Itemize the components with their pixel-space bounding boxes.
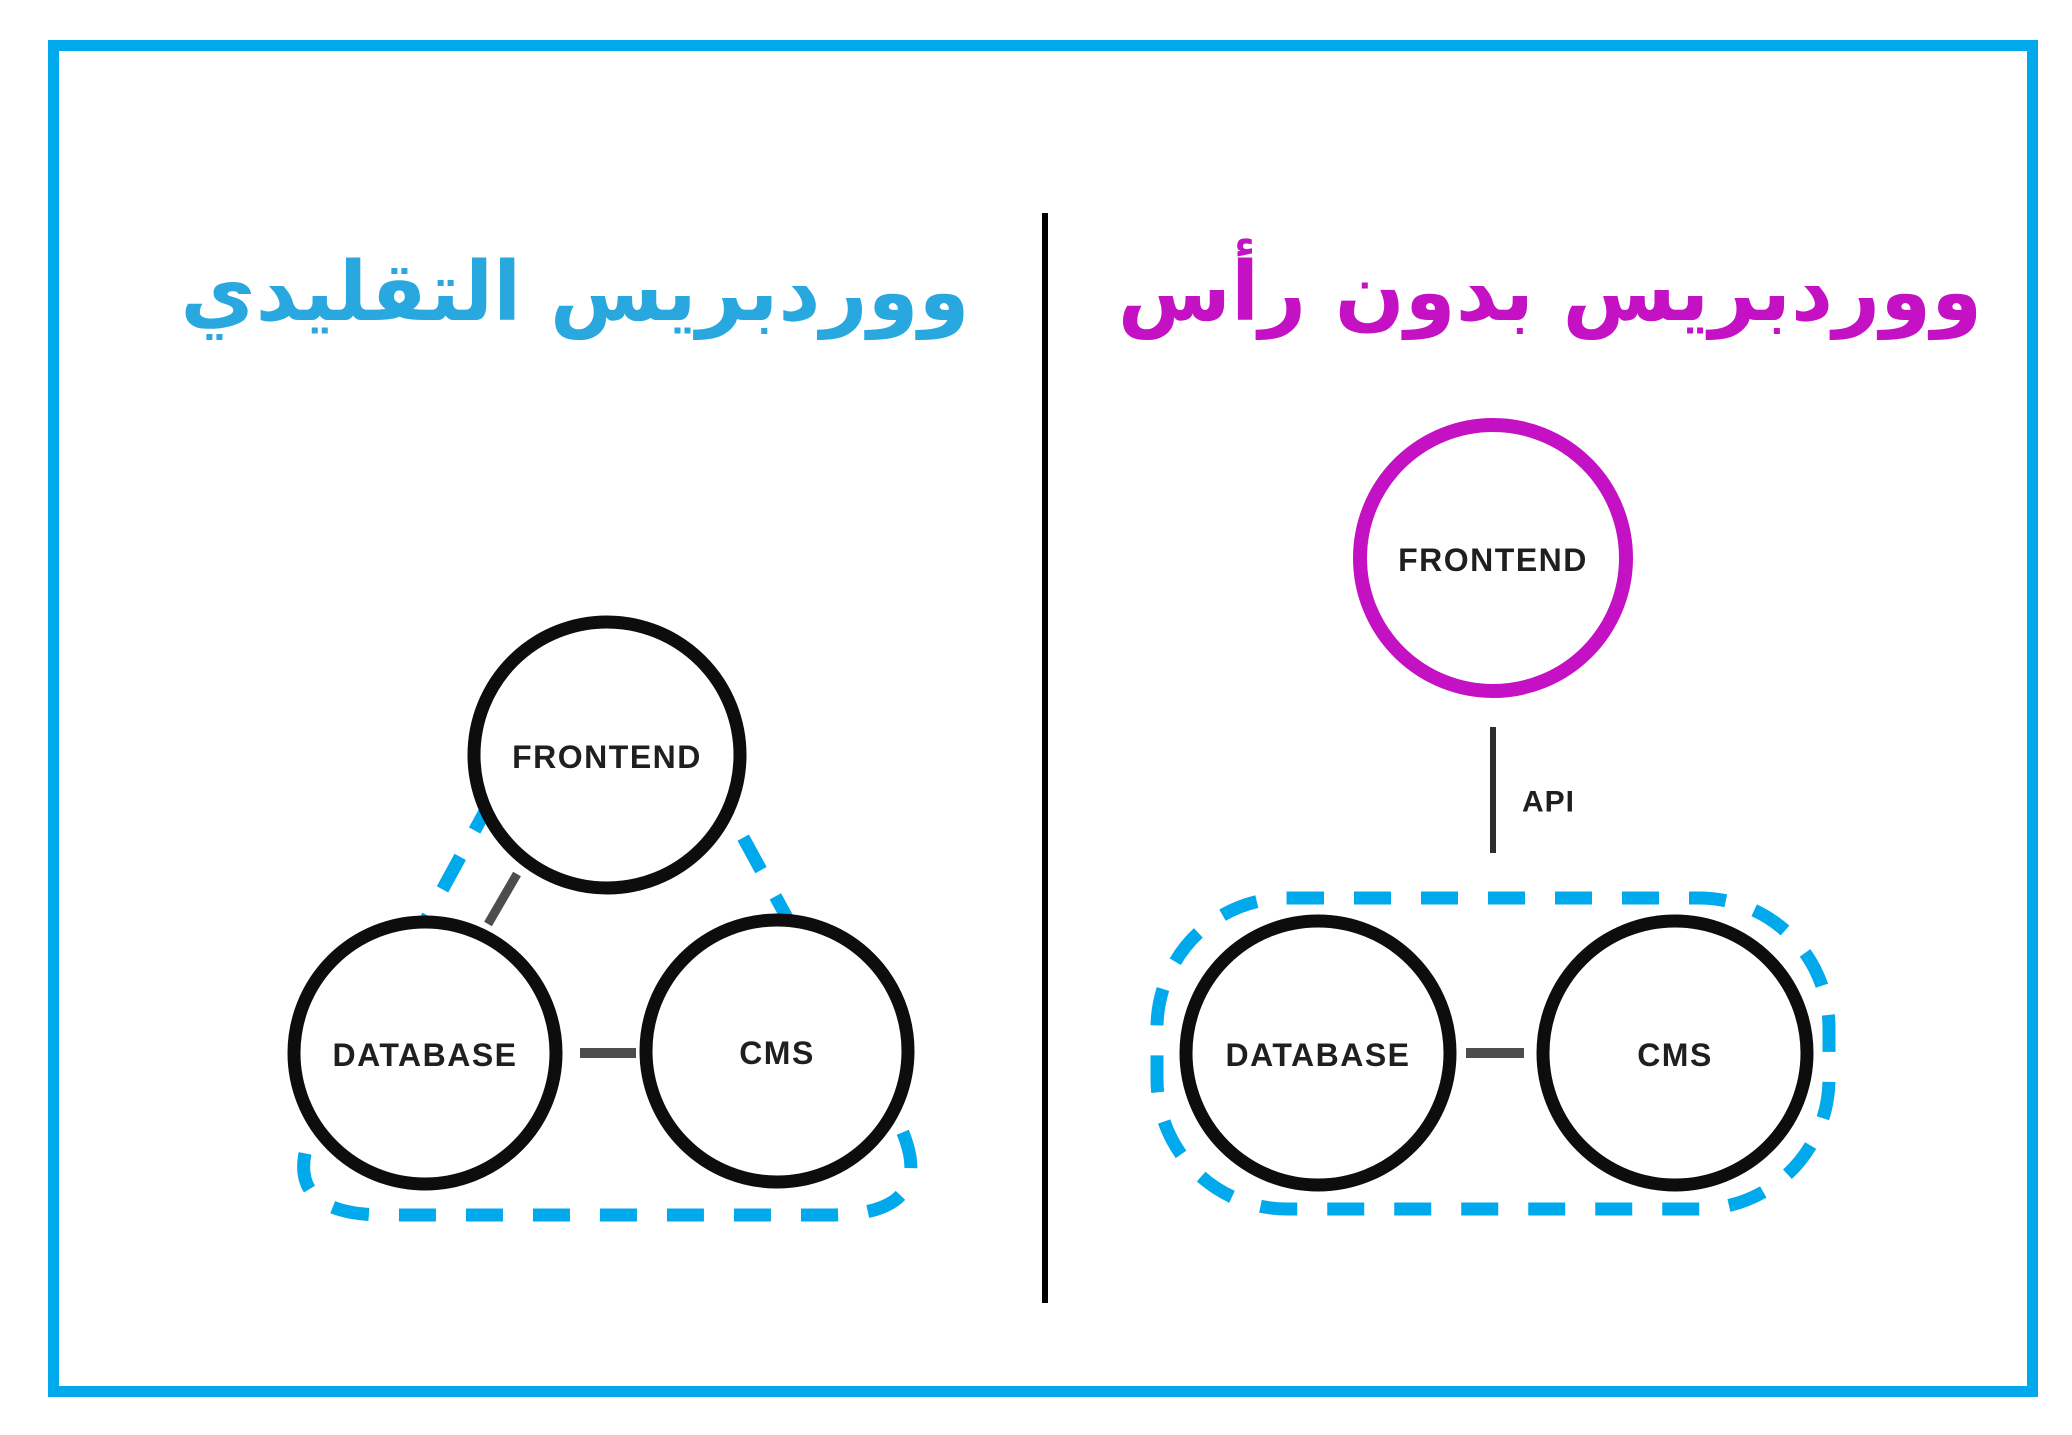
right-frontend-circle [1353,418,1633,698]
left-database-circle [287,915,563,1191]
left-database-label: DATABASE [332,1037,517,1073]
headless-dashed-group-outline [1150,891,1836,1216]
left-frontend-circle [467,615,747,895]
right-panel-title: ووردبريس بدون رأس [1117,245,1983,340]
left-frontend-label: FRONTEND [512,739,702,775]
right-frontend-label: FRONTEND [1398,542,1588,578]
left-frontend-database-connector [484,871,521,927]
right-cms-label: CMS [1637,1037,1713,1073]
center-divider-line [1042,213,1048,1303]
left-cms-circle [639,913,915,1189]
left-panel-title: ووردبريس التقليدي [180,245,970,340]
right-database-label: DATABASE [1225,1037,1410,1073]
right-cms-circle [1536,914,1814,1192]
api-label: API [1522,786,1575,819]
left-cms-label: CMS [739,1035,815,1071]
page-border-frame [48,40,2038,1397]
right-database-circle [1179,914,1457,1192]
